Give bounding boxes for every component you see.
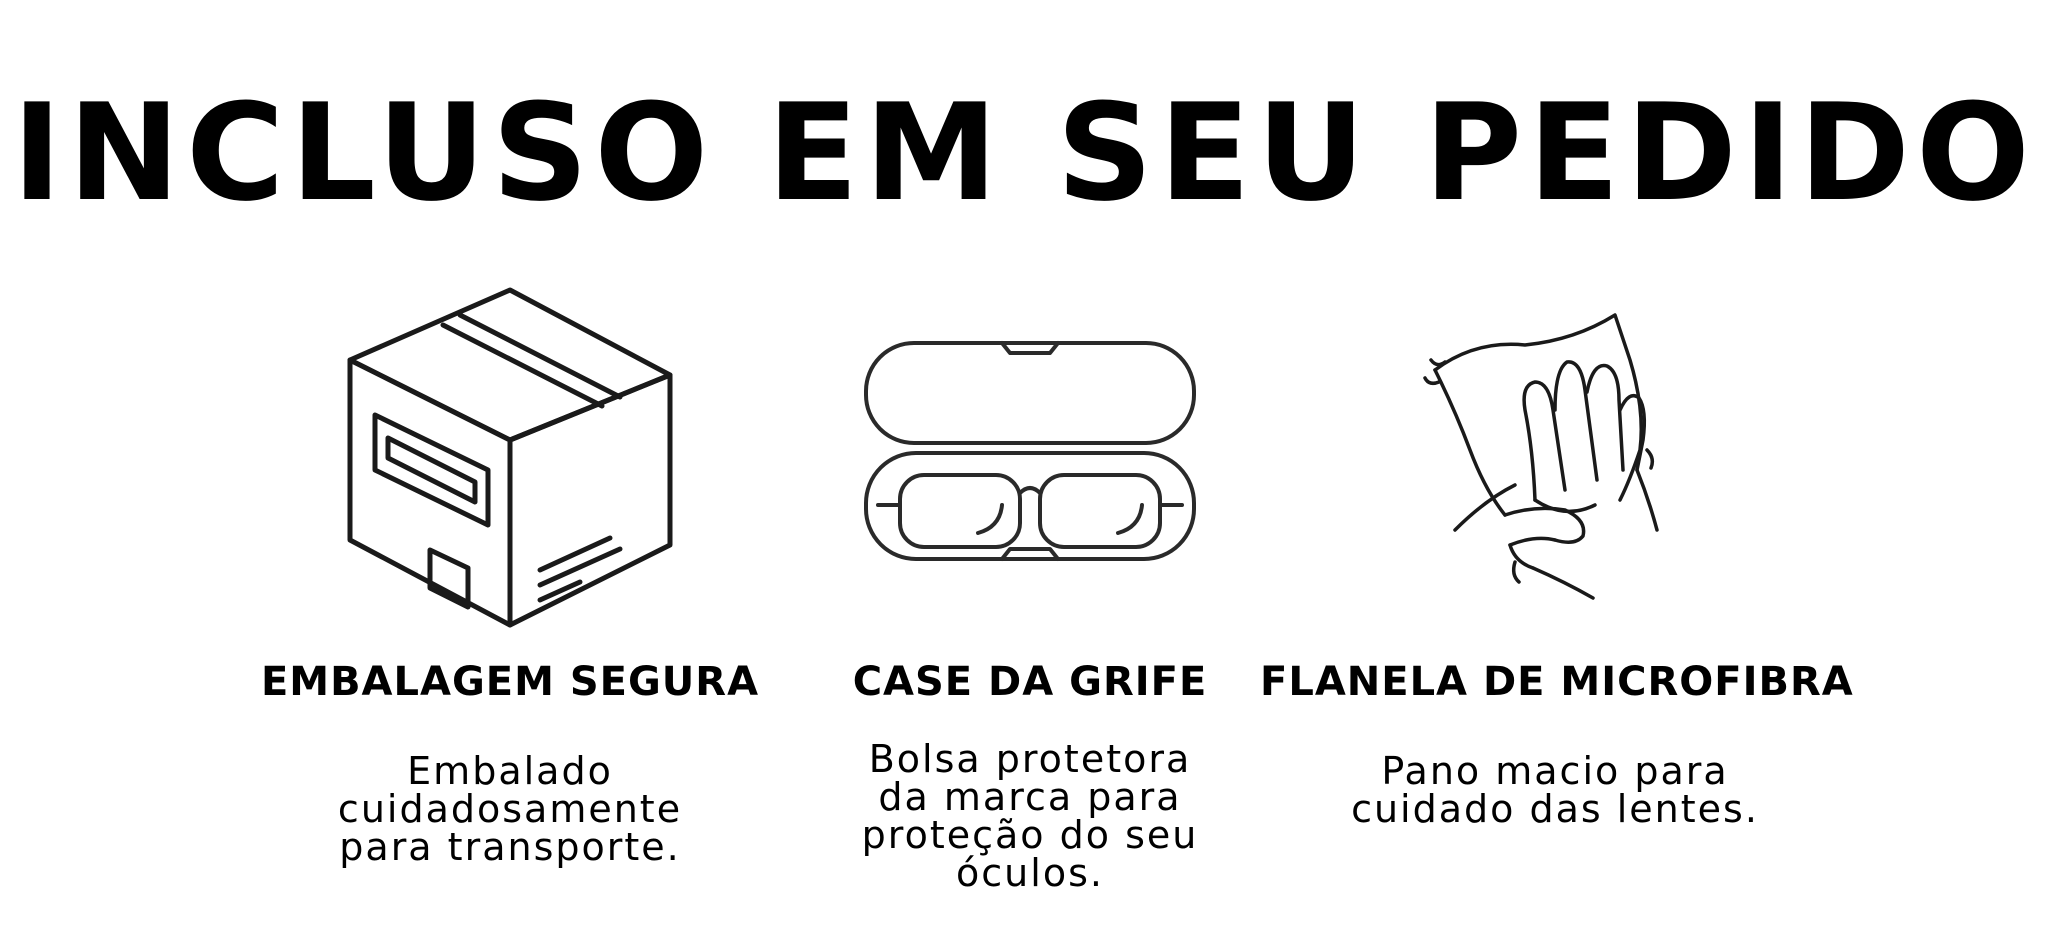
item-title: FLANELA DE MICROFIBRA <box>1260 659 1854 705</box>
included-item-packaging: EMBALAGEM SEGURA Embalado cuidadosamente… <box>240 260 780 920</box>
item-description-line: da marca para <box>878 775 1182 819</box>
item-description-line: óculos. <box>956 851 1104 895</box>
microfiber-cloth-hand-icon <box>1260 260 1850 640</box>
item-description-line: Embalado <box>407 749 613 793</box>
item-description: Embalado cuidadosamente para transporte. <box>240 752 780 866</box>
item-description-line: Pano macio para <box>1381 749 1729 793</box>
included-item-case: CASE DA GRIFE Bolsa protetora da marca p… <box>820 260 1240 920</box>
item-description: Pano macio para cuidado das lentes. <box>1260 752 1850 828</box>
item-title: CASE DA GRIFE <box>852 659 1208 705</box>
item-description-line: cuidadosamente <box>337 787 683 831</box>
item-description-line: para transporte. <box>339 825 681 869</box>
page-title: INCLUSO EM SEU PEDIDO <box>12 75 2036 231</box>
item-description: Bolsa protetora da marca para proteção d… <box>820 740 1240 892</box>
included-item-microfiber-cloth: FLANELA DE MICROFIBRA Pano macio para cu… <box>1260 260 1854 920</box>
item-description-line: proteção do seu <box>861 813 1199 857</box>
item-description-line: cuidado das lentes. <box>1351 787 1759 831</box>
package-box-icon <box>240 260 780 640</box>
item-title: EMBALAGEM SEGURA <box>260 659 760 705</box>
item-description-line: Bolsa protetora <box>868 737 1192 781</box>
glasses-case-icon <box>820 260 1240 640</box>
